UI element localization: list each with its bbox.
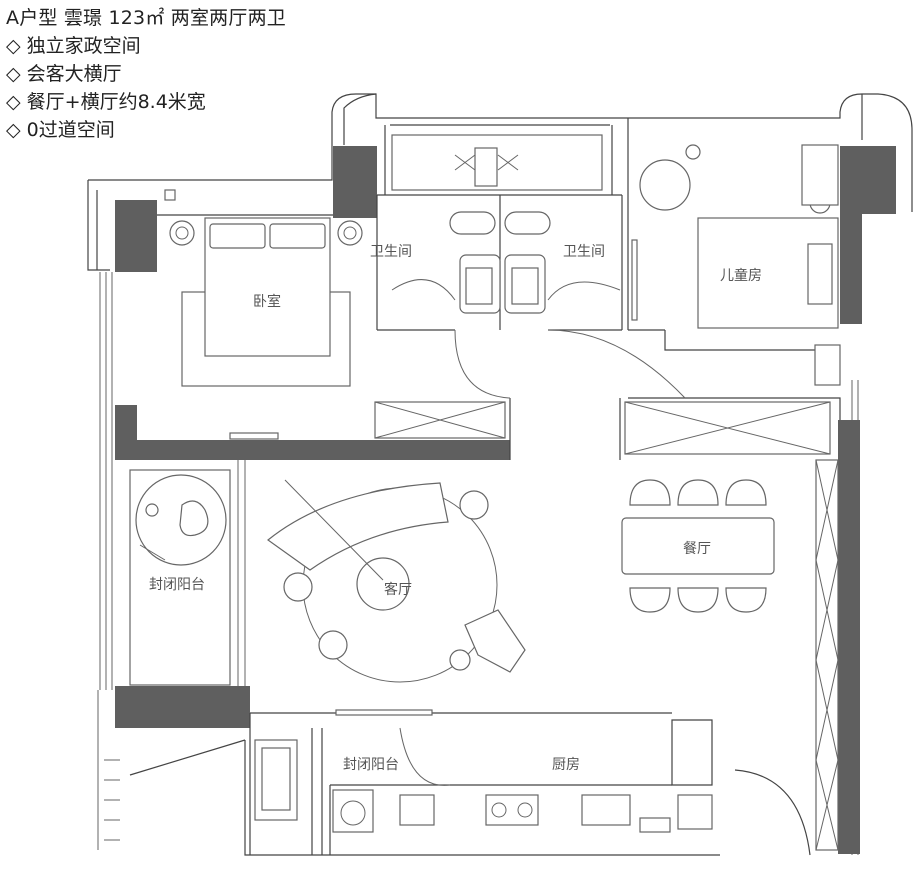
washer <box>332 789 374 833</box>
wall-block <box>115 686 250 728</box>
room-label-dining: 餐厅 <box>683 541 711 557</box>
dining-furniture <box>621 479 775 613</box>
lamp <box>169 220 195 246</box>
wall-block <box>115 200 157 272</box>
lounge-chair <box>464 609 526 673</box>
wall-block <box>840 146 896 214</box>
dining-chair <box>629 479 671 506</box>
feature-item: ◇ 会客大横厅 <box>6 63 122 85</box>
wall-block <box>838 420 860 854</box>
feature-item: ◇ 独立家政空间 <box>6 35 141 57</box>
toilet <box>449 211 496 235</box>
cabinet <box>814 344 841 386</box>
toilet <box>504 211 551 235</box>
sofa <box>267 482 449 571</box>
appliance <box>639 817 671 833</box>
balcony-left-furniture <box>129 469 231 686</box>
switch <box>164 189 176 201</box>
pillow <box>269 223 326 249</box>
pillow <box>807 243 833 305</box>
bedroom-furniture <box>164 189 363 440</box>
side-table <box>283 572 313 602</box>
plan-header: A户型 雲璟 123㎡ 两室两厅两卫 ◇ 独立家政空间 ◇ 会客大横厅 ◇ 餐厅… <box>6 4 286 144</box>
wall-block <box>333 146 377 218</box>
room-label-balcony: 封闭阳台 <box>149 577 205 593</box>
basin-bowl <box>465 267 493 305</box>
fridge <box>677 794 713 830</box>
room-label-bedroom: 卧室 <box>253 293 281 310</box>
dining-chair <box>725 587 767 613</box>
cup <box>145 503 159 517</box>
kitchen-sink <box>581 794 631 826</box>
room-label-bathroom: 卫生间 <box>563 244 605 260</box>
room-label-bathroom: 卫生间 <box>370 244 412 260</box>
kitchen-furniture <box>254 739 713 833</box>
coffee-table <box>356 557 410 611</box>
basin-bowl <box>511 267 539 305</box>
kids-room-furniture <box>631 144 841 386</box>
dining-chair <box>677 479 719 506</box>
partitions <box>157 118 841 855</box>
room-label-kids-room: 儿童房 <box>720 267 762 284</box>
wall-block <box>840 214 862 324</box>
room-label-living: 客厅 <box>384 581 412 598</box>
armchair <box>639 159 691 211</box>
dining-chair <box>725 479 767 506</box>
lamp <box>685 144 701 160</box>
bathroom-fixtures <box>449 211 551 314</box>
plant <box>179 500 209 537</box>
side-table <box>449 649 471 671</box>
side-table <box>318 630 348 660</box>
room-labels: 卧室 卫生间 卫生间 儿童房 餐厅 客厅 封闭阳台 封闭阳台 厨房 <box>149 244 762 773</box>
sink <box>399 794 435 826</box>
dining-chair <box>629 587 671 613</box>
feature-item: ◇ 0过道空间 <box>6 119 115 141</box>
living-furniture <box>267 479 526 716</box>
wall-block <box>115 440 510 460</box>
pillow <box>209 223 266 249</box>
desk <box>801 144 839 206</box>
side-table <box>459 490 489 520</box>
window-sill <box>335 709 433 716</box>
sink <box>474 147 498 187</box>
tub-inner <box>261 747 291 811</box>
cabinets <box>374 134 839 851</box>
dining-chair <box>677 587 719 613</box>
lamp <box>337 220 363 246</box>
feature-item: ◇ 餐厅+横厅约8.4米宽 <box>6 91 206 113</box>
radiator <box>229 432 279 440</box>
room-label-kitchen: 厨房 <box>552 757 580 773</box>
stove <box>485 794 539 826</box>
room-label-balcony: 封闭阳台 <box>343 757 399 773</box>
wardrobe <box>815 459 839 851</box>
door-panel <box>631 239 638 321</box>
wall-group <box>115 146 896 854</box>
plan-title: A户型 雲璟 123㎡ 两室两厅两卫 <box>6 7 286 29</box>
dining-table <box>621 517 775 575</box>
